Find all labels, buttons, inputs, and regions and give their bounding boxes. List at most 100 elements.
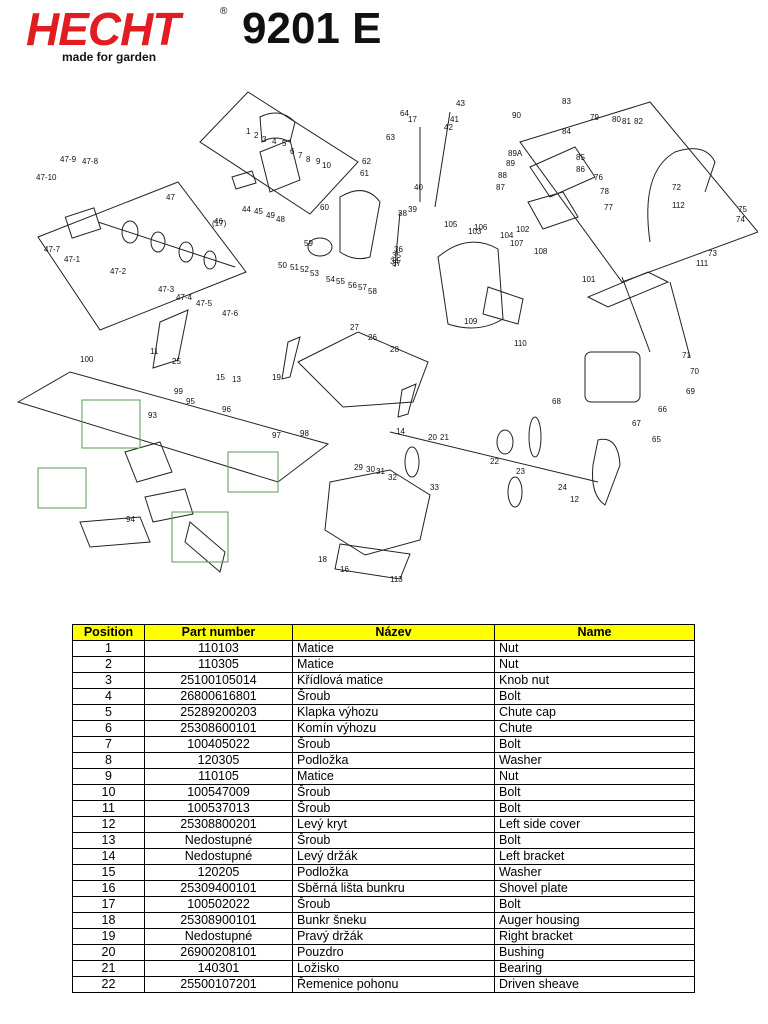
callout-label: 18 (318, 555, 327, 564)
paddle-callout-box-2 (227, 451, 279, 493)
callout-label: 43 (456, 99, 465, 108)
callout-label: 5 (282, 139, 287, 148)
callout-label: 6 (290, 147, 295, 156)
callout-label: 16 (340, 565, 349, 574)
cell-nazev: Pravý držák (292, 928, 495, 945)
callout-label: 78 (600, 187, 609, 196)
cell-nazev: Křídlová matice (292, 672, 495, 689)
cell-name: Chute cap (494, 704, 695, 721)
callout-label: 19 (272, 373, 281, 382)
callout-label: 47-10 (36, 173, 57, 182)
cell-nazev: Levý kryt (292, 816, 495, 833)
callout-label: 52 (300, 265, 309, 274)
column-header-name: Name (494, 624, 695, 641)
cell-position: 2 (72, 656, 145, 673)
callout-label: 23 (516, 467, 525, 476)
cell-name: Left bracket (494, 848, 695, 865)
callout-label: 47 (166, 193, 175, 202)
callout-label: 9 (316, 157, 321, 166)
auger-frame (16, 371, 330, 483)
cell-nazev: Šroub (292, 736, 495, 753)
callout-label: 70 (690, 367, 699, 376)
callout-label: 75 (738, 205, 747, 214)
callout-label: 58 (368, 287, 377, 296)
cell-nazev: Ložisko (292, 960, 495, 977)
cell-nazev: Matice (292, 656, 495, 673)
callout-label: 1 (246, 127, 251, 136)
column-header-position: Position (72, 624, 145, 641)
callout-label: 101 (582, 275, 596, 284)
cell-name: Nut (494, 640, 695, 657)
callout-label: 42 (444, 123, 453, 132)
cell-position: 19 (72, 928, 145, 945)
callout-label: 8 (306, 155, 311, 164)
cell-name: Nut (494, 768, 695, 785)
cell-position: 7 (72, 736, 145, 753)
cell-position: 18 (72, 912, 145, 929)
callout-label: 53 (310, 269, 319, 278)
header: HECHT ® 9201 E made for garden (26, 4, 746, 66)
callout-label: 28 (390, 345, 399, 354)
callout-label: 60 (320, 203, 329, 212)
callout-label: 88 (498, 171, 507, 180)
cell-part-number: 100537013 (144, 800, 293, 817)
callout-label: 3 (262, 135, 267, 144)
callout-label: 67 (632, 419, 641, 428)
cell-part-number: 120305 (144, 752, 293, 769)
model-title: 9201 E (242, 4, 382, 53)
cell-part-number: 110305 (144, 656, 293, 673)
cell-part-number: 25308600101 (144, 720, 293, 737)
callout-label: 112 (672, 201, 685, 210)
cell-position: 6 (72, 720, 145, 737)
callout-label: 81 (622, 117, 631, 126)
callout-label: 32 (388, 473, 397, 482)
cell-name: Washer (494, 752, 695, 769)
callout-label: 77 (604, 203, 613, 212)
callout-label: 57 (358, 283, 367, 292)
callout-label: 93 (148, 411, 157, 420)
cell-name: Bearing (494, 960, 695, 977)
callout-label: 100 (80, 355, 94, 364)
cell-part-number: Nedostupné (144, 848, 293, 865)
callout-label: 27 (350, 323, 359, 332)
callout-label: 108 (534, 247, 548, 256)
callout-label: 26 (368, 333, 377, 342)
callout-label: 17 (408, 115, 417, 124)
callout-label: 64 (400, 109, 409, 118)
callout-label: 74 (736, 215, 745, 224)
cell-nazev: Bunkr šneku (292, 912, 495, 929)
callout-label: 47-6 (222, 309, 239, 318)
callout-label: 47-9 (60, 155, 77, 164)
callout-label: 47-7 (44, 245, 61, 254)
cell-nazev: Matice (292, 768, 495, 785)
cell-position: 12 (72, 816, 145, 833)
callout-label: 99 (174, 387, 183, 396)
callout-label: 80 (612, 115, 621, 124)
callout-label: 111 (696, 259, 709, 268)
callout-label: 37 (392, 259, 401, 268)
cell-part-number: 25308800201 (144, 816, 293, 833)
callout-label: 90 (512, 111, 521, 120)
cell-part-number: 100405022 (144, 736, 293, 753)
cell-part-number: 26900208101 (144, 944, 293, 961)
cell-nazev: Šroub (292, 688, 495, 705)
brand-slogan: made for garden (62, 50, 157, 64)
callout-label: 76 (594, 173, 603, 182)
cell-part-number: 110105 (144, 768, 293, 785)
callout-label: 54 (326, 275, 335, 284)
